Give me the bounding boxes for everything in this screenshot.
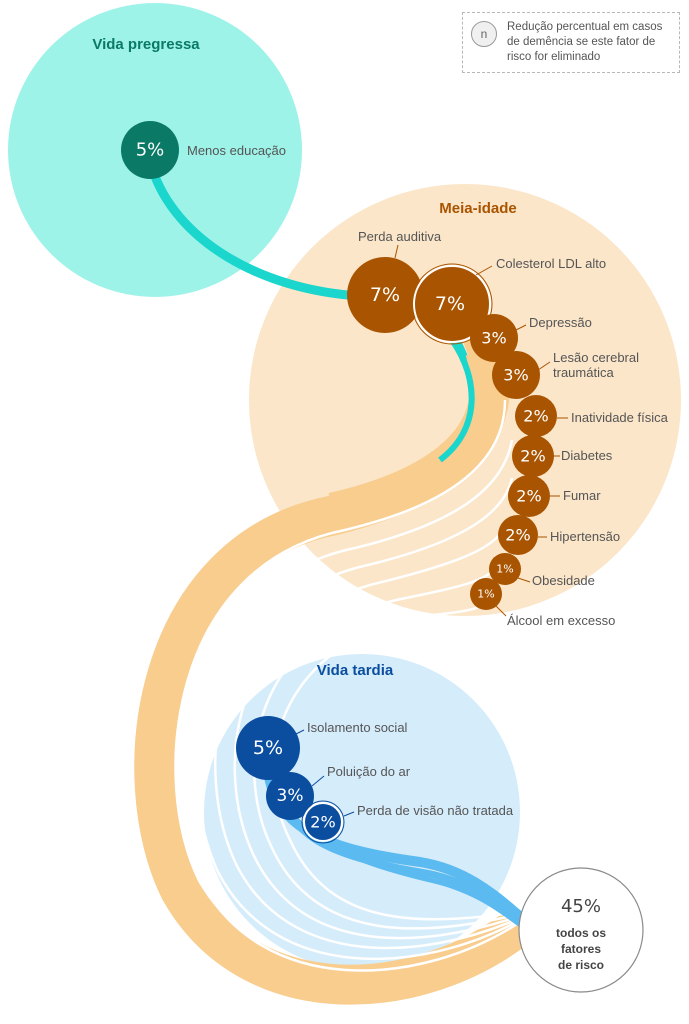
alcohol-label: Álcool em excesso bbox=[507, 613, 615, 628]
tbi-node bbox=[492, 351, 540, 399]
inactivity-pct: 2% bbox=[523, 407, 548, 426]
pollution-pct: 3% bbox=[277, 786, 304, 806]
alcohol-node bbox=[470, 578, 502, 610]
tbi-label-1: Lesão cerebral bbox=[553, 350, 639, 365]
inactivity-label: Inatividade física bbox=[571, 410, 669, 425]
obesity-leader bbox=[517, 577, 531, 583]
tbi-leader bbox=[537, 361, 551, 371]
obesity-label: Obesidade bbox=[532, 573, 595, 588]
hearing-node bbox=[347, 257, 423, 333]
smoking-pct: 2% bbox=[516, 487, 541, 506]
total-pct: 45% bbox=[561, 896, 601, 917]
education-node bbox=[121, 121, 179, 179]
pollution-stream bbox=[286, 808, 525, 925]
education-label: Menos educação bbox=[187, 143, 286, 158]
depression-node bbox=[470, 314, 518, 362]
diabetes-label: Diabetes bbox=[561, 448, 613, 463]
diabetes-node bbox=[512, 435, 554, 477]
obesity-node bbox=[489, 553, 521, 585]
depression-leader bbox=[515, 324, 527, 331]
smoking-node bbox=[508, 475, 550, 517]
education-stream-top bbox=[147, 163, 365, 301]
education-pct: 5% bbox=[136, 140, 165, 161]
ldl-pct: 7% bbox=[435, 293, 465, 315]
tbi-label-2: traumática bbox=[553, 365, 614, 380]
isolation-node bbox=[236, 716, 300, 780]
midlife-circle bbox=[249, 184, 681, 616]
ldl-label: Colesterol LDL alto bbox=[496, 256, 606, 271]
hearing-label: Perda auditiva bbox=[358, 229, 442, 244]
ldl-node-ring bbox=[411, 263, 493, 345]
vision-pct: 2% bbox=[310, 813, 335, 832]
depression-label: Depressão bbox=[529, 315, 592, 330]
tbi-pct: 3% bbox=[503, 366, 528, 385]
legend: n Redução percentual em casos de demênci… bbox=[462, 12, 680, 73]
isolation-label: Isolamento social bbox=[307, 720, 408, 735]
depression-pct: 3% bbox=[481, 329, 506, 348]
ldl-leader bbox=[475, 265, 493, 276]
total-line-3: de risco bbox=[558, 958, 604, 972]
ldl-node bbox=[413, 265, 491, 343]
legend-symbol: n bbox=[471, 21, 497, 47]
late-life-title: Vida tardia bbox=[317, 662, 394, 679]
pollution-label: Poluição do ar bbox=[327, 764, 411, 779]
legend-text: Redução percentual em casos de demência … bbox=[507, 21, 663, 63]
hearing-leader bbox=[394, 244, 399, 259]
smoking-label: Fumar bbox=[563, 488, 601, 503]
midlife-title: Meia-idade bbox=[439, 200, 517, 217]
early-life-title: Vida pregressa bbox=[92, 36, 200, 53]
pollution-leader bbox=[311, 775, 325, 787]
hypertension-pct: 2% bbox=[505, 526, 530, 545]
education-stream-mid bbox=[438, 338, 475, 463]
diabetes-pct: 2% bbox=[520, 447, 545, 466]
pollution-node bbox=[266, 772, 314, 820]
obesity-pct: 1% bbox=[496, 563, 513, 576]
total-node bbox=[518, 867, 644, 993]
hypertension-node bbox=[498, 515, 538, 555]
total-line-2: fatores bbox=[561, 942, 601, 956]
vision-node-ring bbox=[301, 800, 345, 844]
isolation-pct: 5% bbox=[253, 737, 283, 759]
inactivity-node bbox=[515, 395, 557, 437]
isolation-leader bbox=[295, 729, 305, 735]
vision-label: Perda de visão não tratada bbox=[357, 803, 514, 818]
total-line-1: todos os bbox=[556, 926, 606, 940]
vision-leader bbox=[343, 811, 355, 817]
alcohol-leader bbox=[495, 605, 507, 617]
alcohol-pct: 1% bbox=[477, 588, 494, 601]
hypertension-label: Hipertensão bbox=[550, 529, 620, 544]
vision-stream bbox=[320, 833, 524, 929]
vision-node bbox=[303, 802, 343, 842]
midlife-stream-bundle bbox=[134, 344, 533, 1005]
hearing-pct: 7% bbox=[370, 284, 400, 306]
